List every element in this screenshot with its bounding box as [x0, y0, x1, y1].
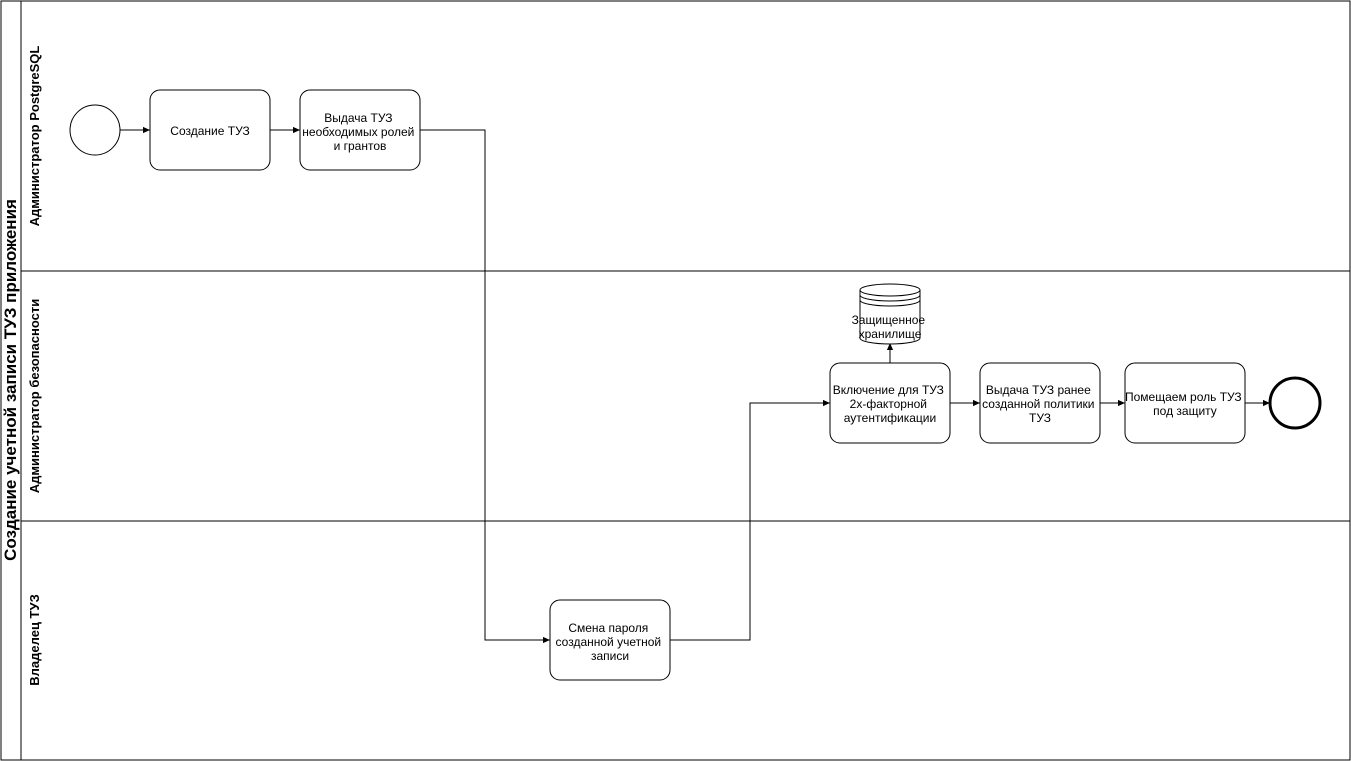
task-grant-roles-line-2: необходимых ролей: [302, 125, 414, 139]
svg-text:Защищенное хранилище: Защищенное хранилище: [852, 313, 929, 341]
datastore-label-line-2: хранилище: [859, 327, 922, 341]
task-grant-roles-line-3: и грантов: [334, 139, 387, 153]
task-issue-policy[interactable]: Выдача ТУЗ ранее созданной политики ТУЗ: [979, 362, 1101, 444]
lane-account-owner: [20, 520, 1351, 761]
task-protect-role-line-2: под защиту: [1153, 404, 1217, 418]
task-enable-2fa-line-3: аутентификации: [844, 411, 936, 425]
task-protect-role-line-1: Помещаем роль ТУЗ: [1125, 390, 1242, 404]
svg-text:Помещаем роль ТУЗ под за: Помещаем роль ТУЗ под защиту: [1125, 390, 1245, 418]
pool-title: Создание учетной записи ТУЗ приложения: [1, 199, 20, 561]
task-change-password-line-1: Смена пароля: [568, 621, 648, 635]
flow-grant-to-change-password: [420, 129, 550, 644]
svg-text:Создание ТУЗ: Создание ТУЗ: [170, 124, 249, 138]
svg-text:Смена пароля созданной у: Смена пароля созданной учетной записи: [556, 621, 665, 663]
lane-title-account-owner: Владелец ТУЗ: [27, 594, 42, 685]
task-change-password-line-3: записи: [591, 649, 629, 663]
task-grant-roles[interactable]: Выдача ТУЗ необходимых ролей и грантов: [299, 89, 421, 171]
task-grant-roles-line-1: Выдача ТУЗ: [324, 111, 392, 125]
task-issue-policy-line-1: Выдача ТУЗ ранее: [986, 383, 1091, 397]
task-enable-2fa[interactable]: Включение для ТУЗ 2х-факторной аутентифи…: [829, 362, 951, 444]
datastore-label-line-1: Защищенное: [852, 313, 926, 327]
datastore-secure-storage[interactable]: Защищенное хранилище: [852, 283, 929, 345]
lane-title-security-admin: Администратор безопасности: [27, 299, 42, 493]
task-enable-2fa-line-1: Включение для ТУЗ: [833, 383, 944, 397]
lane-title-postgres-admin: Администратор PostgreSQL: [27, 46, 42, 227]
task-create-account-line-1: Создание ТУЗ: [170, 124, 249, 138]
task-protect-role[interactable]: Помещаем роль ТУЗ под защиту: [1124, 362, 1246, 444]
task-issue-policy-line-2: созданной политики: [982, 397, 1094, 411]
task-create-account[interactable]: Создание ТУЗ: [149, 89, 271, 171]
start-event[interactable]: [69, 104, 121, 156]
svg-text:Включение для ТУЗ 2х-фак: Включение для ТУЗ 2х-факторной аутентифи…: [833, 383, 948, 425]
flow-change-password-to-2fa: [670, 399, 830, 641]
task-enable-2fa-line-2: 2х-факторной: [850, 397, 927, 411]
task-change-password[interactable]: Смена пароля созданной учетной записи: [549, 599, 671, 681]
svg-text:Выдача ТУЗ необходимых р: Выдача ТУЗ необходимых ролей и грантов: [302, 111, 417, 153]
task-change-password-line-2: созданной учетной: [556, 635, 662, 649]
task-issue-policy-line-3: ТУЗ: [1029, 411, 1051, 425]
end-event[interactable]: [1268, 376, 1322, 430]
svg-text:Выдача ТУЗ ранее созданн: Выдача ТУЗ ранее созданной политики ТУЗ: [982, 383, 1098, 425]
